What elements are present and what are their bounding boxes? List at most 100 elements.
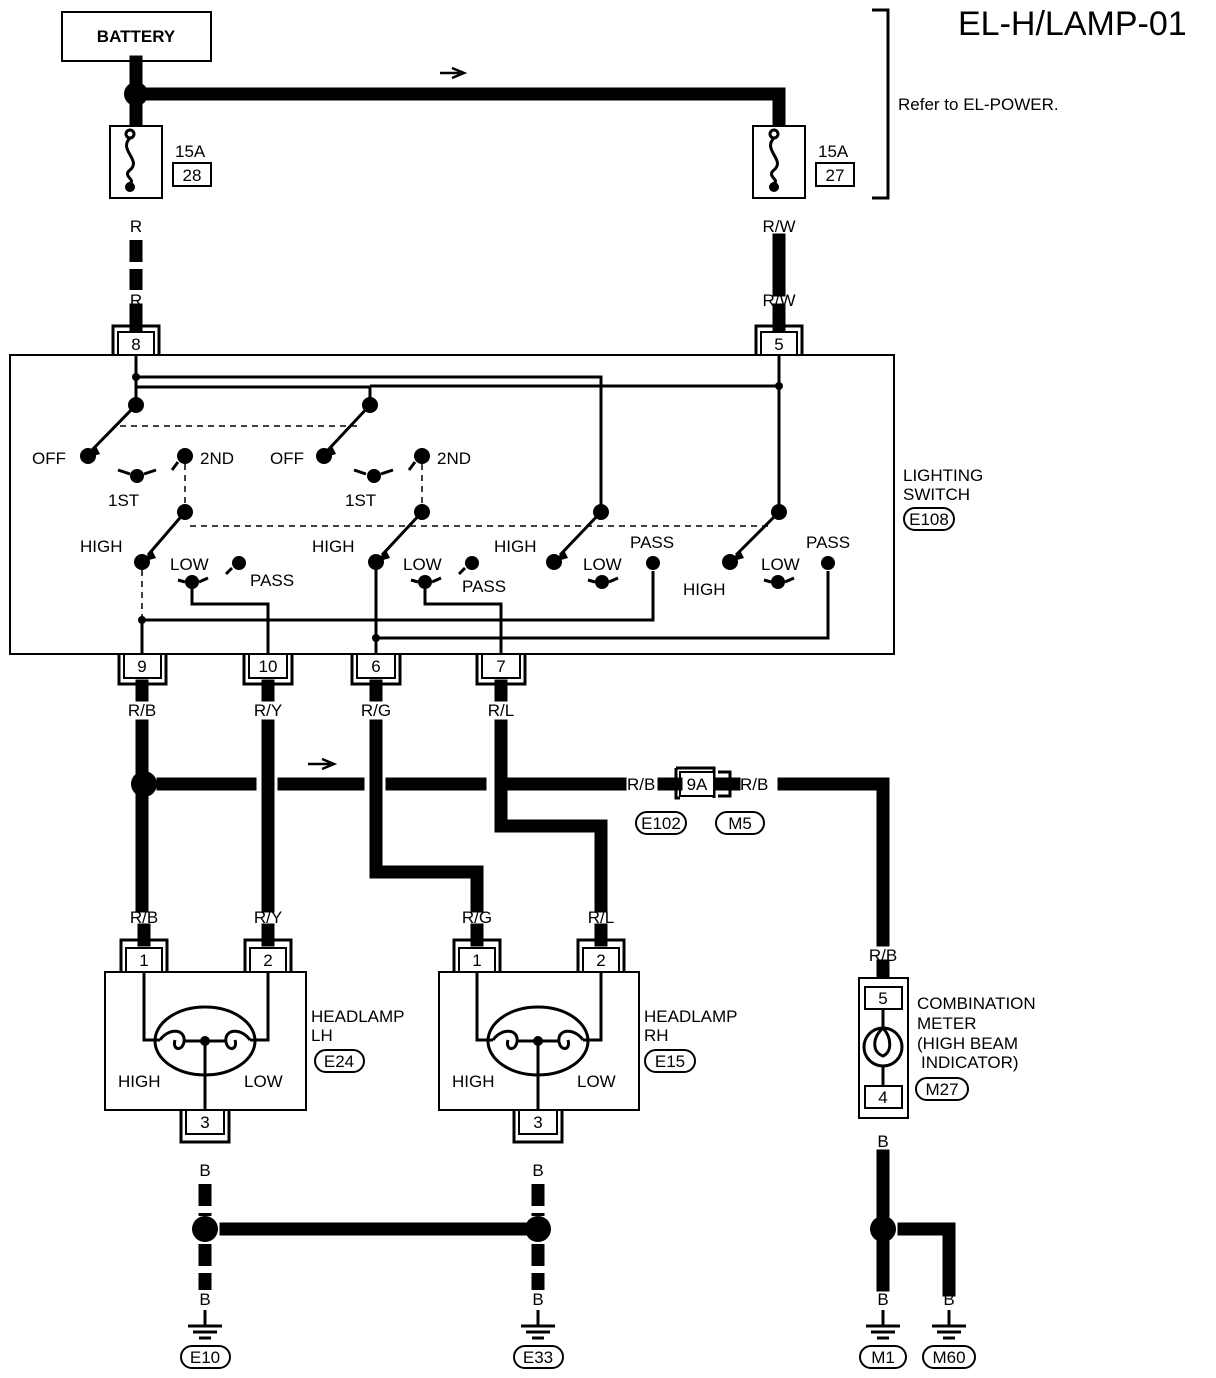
rh-pin-1: 1 [472,951,481,970]
switch-pin-9: 9 [137,657,146,676]
pos-1st-1: 1ST [108,491,139,510]
pos-low-2: LOW [403,555,442,574]
pos-low-3: LOW [583,555,622,574]
wire-label-ry-1: R/Y [254,701,282,720]
wire-label-b-e33: B [532,1290,543,1309]
switch-pin-6: 6 [371,657,380,676]
pos-pass-3: PASS [630,533,674,552]
pos-1st-2: 1ST [345,491,376,510]
switch-pin-10: 10 [259,657,278,676]
wire-label-rg-1: R/G [361,701,391,720]
wire-label-b-lh: B [199,1161,210,1180]
ground-m1: M1 [871,1348,895,1367]
fuse-27-number: 27 [826,166,845,185]
switch-name-line2: SWITCH [903,485,970,504]
pos-high-3: HIGH [494,537,537,556]
meter-pin-5: 5 [878,989,887,1008]
ground-splice-meter [870,1216,896,1242]
fuse-27 [752,125,806,199]
diagram-title: EL-H/LAMP-01 [958,5,1187,43]
meter-name-line4: INDICATOR) [921,1053,1019,1072]
joint-conn-right: M5 [728,814,752,833]
lh-connector: E24 [324,1052,354,1071]
joint-conn-left-badge [635,811,687,835]
ground-m60: M60 [932,1348,965,1367]
meter-connector-badge [915,1077,969,1101]
switch-pin-5: 5 [774,335,783,354]
wire-label-ry-2: R/Y [254,908,282,927]
switch-pin-7: 7 [496,657,505,676]
wire-label-b-m60: B [943,1290,954,1309]
switch-pin-8: 8 [131,335,140,354]
pos-high-2: HIGH [312,537,355,556]
ground-symbol-e10 [188,1310,222,1340]
meter-name-line3: (HIGH BEAM [917,1034,1018,1053]
refer-note: Refer to EL-POWER. [898,95,1059,114]
lighting-switch-box [9,354,895,655]
rh-low: LOW [577,1072,616,1091]
lh-low: LOW [244,1072,283,1091]
ground-symbol-e33 [521,1310,555,1340]
joint-pin: 9A [687,775,708,794]
wire-label-b-m1: B [877,1290,888,1309]
ground-splice-rh [525,1216,551,1242]
fuse-28-amp: 15A [175,142,206,161]
lh-name-line1: HEADLAMP [311,1007,405,1026]
rh-connector: E15 [655,1052,685,1071]
rh-pin-2: 2 [596,951,605,970]
pos-2nd-1: 2ND [200,449,234,468]
wire-label-rg-2: R/G [462,908,492,927]
wire-label-b-rh: B [532,1161,543,1180]
wire-label-rl-2: R/L [588,908,614,927]
fuse-28 [109,125,163,199]
flow-arrow-mid [308,757,338,771]
pos-2nd-2: 2ND [437,449,471,468]
wire-label-rb-joint-right: R/B [740,775,768,794]
rh-connector-badge [644,1049,696,1073]
wire-label-rw-upper: R/W [762,217,795,236]
lh-pin-2: 2 [263,951,272,970]
wire-label-rb-meter: R/B [869,946,897,965]
pos-pass-2: PASS [462,577,506,596]
wire-top-bus [143,87,786,133]
switch-connector-badge [903,507,955,531]
switch-name-line1: LIGHTING [903,466,983,485]
ground-m1-badge [859,1345,907,1369]
wire-label-b-e10: B [199,1290,210,1309]
rh-pin-3: 3 [533,1113,542,1132]
lh-connector-badge [314,1049,365,1073]
meter-connector: M27 [925,1080,958,1099]
lh-pin-3: 3 [200,1113,209,1132]
pos-off-1: OFF [32,449,66,468]
pos-pass-1: PASS [250,571,294,590]
joint-conn-left: E102 [641,814,681,833]
joint-connector [679,771,715,797]
ground-e10: E10 [190,1348,220,1367]
pos-high-1: HIGH [80,537,123,556]
fuse-28-number: 28 [183,166,202,185]
ground-symbol-m1 [866,1310,900,1340]
pos-off-2: OFF [270,449,304,468]
wire-label-rw-lower: R/W [762,291,795,310]
pos-high-4: HIGH [683,580,726,599]
ground-symbol-m60 [932,1310,966,1340]
ground-m60-badge [922,1345,976,1369]
meter-name-line1: COMBINATION [917,994,1036,1013]
wire-label-b-meter: B [877,1132,888,1151]
wire-label-rb-joint-left: R/B [627,775,655,794]
wire-label-rl-1: R/L [488,701,514,720]
ground-e33-badge [513,1345,564,1369]
flow-arrow-top [440,66,468,80]
rh-name-line2: RH [644,1026,669,1045]
joint-conn-right-badge [715,811,765,835]
power-bracket [872,8,890,200]
wire-label-r-upper: R [130,217,142,236]
battery-label: BATTERY [97,27,176,46]
lh-high: HIGH [118,1072,161,1091]
wire-rl [494,719,608,913]
lh-pin-1: 1 [139,951,148,970]
ground-e10-badge [180,1345,231,1369]
ground-splice-lh [192,1216,218,1242]
pos-pass-4: PASS [806,533,850,552]
rh-name-line1: HEADLAMP [644,1007,738,1026]
